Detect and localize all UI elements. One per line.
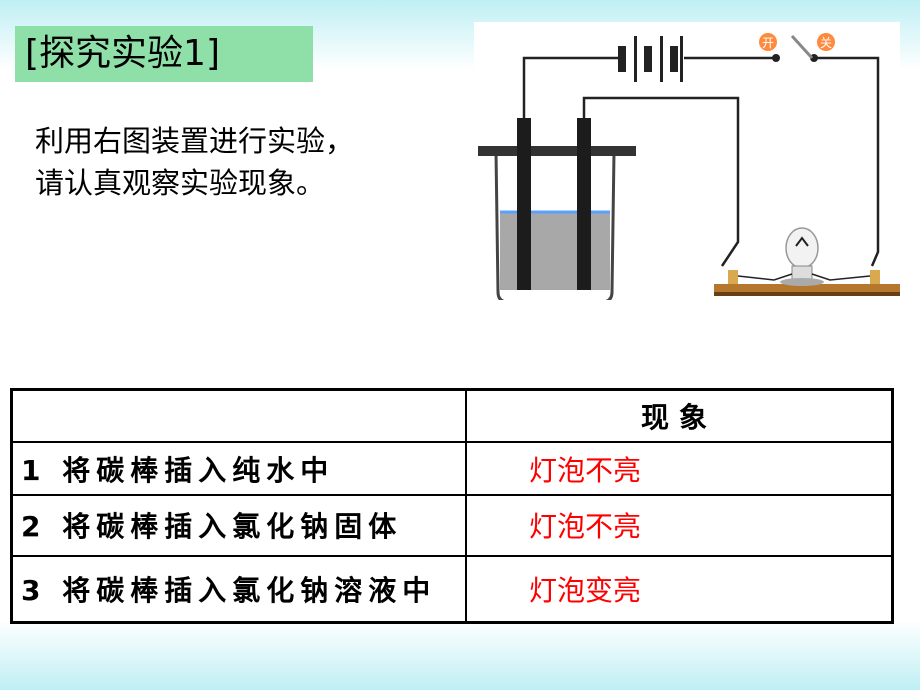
switch-open-label: 开 xyxy=(762,36,774,50)
battery-icon xyxy=(614,36,683,82)
result-cell: 灯泡不亮 xyxy=(465,493,894,557)
switch-close-badge xyxy=(817,33,835,51)
switch-close-label: 关 xyxy=(820,36,832,50)
carbon-rod-left xyxy=(517,118,531,290)
bulb-board xyxy=(714,227,900,296)
terminal-right xyxy=(870,270,880,284)
intro-line-2: 请认真观察实验现象。 xyxy=(35,166,326,200)
slide-title: [探究实验1] xyxy=(15,26,313,82)
header-phenomenon: 现象 xyxy=(465,388,894,444)
intro-line-1: 利用右图装置进行实验， xyxy=(35,124,355,158)
carbon-electrodes xyxy=(517,118,591,290)
electrode-holder xyxy=(478,146,636,156)
result-cell: 灯泡不亮 xyxy=(465,441,894,496)
header-blank-cell xyxy=(10,388,467,444)
switch-open-badge xyxy=(759,33,777,51)
switch-icon: 开 关 xyxy=(759,33,835,62)
circuit-wires xyxy=(522,56,880,267)
solution xyxy=(500,212,610,290)
table-header-row: 现象 xyxy=(10,388,894,444)
carbon-rod-right xyxy=(577,118,591,290)
table-row: 2 将碳棒插入氯化钠固体 灯泡不亮 xyxy=(10,493,894,557)
step-cell: 2 将碳棒插入氯化钠固体 xyxy=(10,493,467,557)
circuit-apparatus-diagram: 开 关 xyxy=(474,22,900,300)
result-cell: 灯泡变亮 xyxy=(465,554,894,624)
results-table: 现象 1 将碳棒插入纯水中 灯泡不亮 2 将碳棒插入氯化钠固体 灯泡不亮 3 将… xyxy=(10,388,894,624)
terminal-left xyxy=(728,270,738,284)
table-row: 1 将碳棒插入纯水中 灯泡不亮 xyxy=(10,441,894,496)
step-cell: 3 将碳棒插入氯化钠溶液中 xyxy=(10,554,467,624)
intro-text: 利用右图装置进行实验， 请认真观察实验现象。 xyxy=(35,120,435,204)
light-bulb-icon xyxy=(780,227,824,286)
step-cell: 1 将碳棒插入纯水中 xyxy=(10,441,467,496)
table-row: 3 将碳棒插入氯化钠溶液中 灯泡变亮 xyxy=(10,554,894,624)
